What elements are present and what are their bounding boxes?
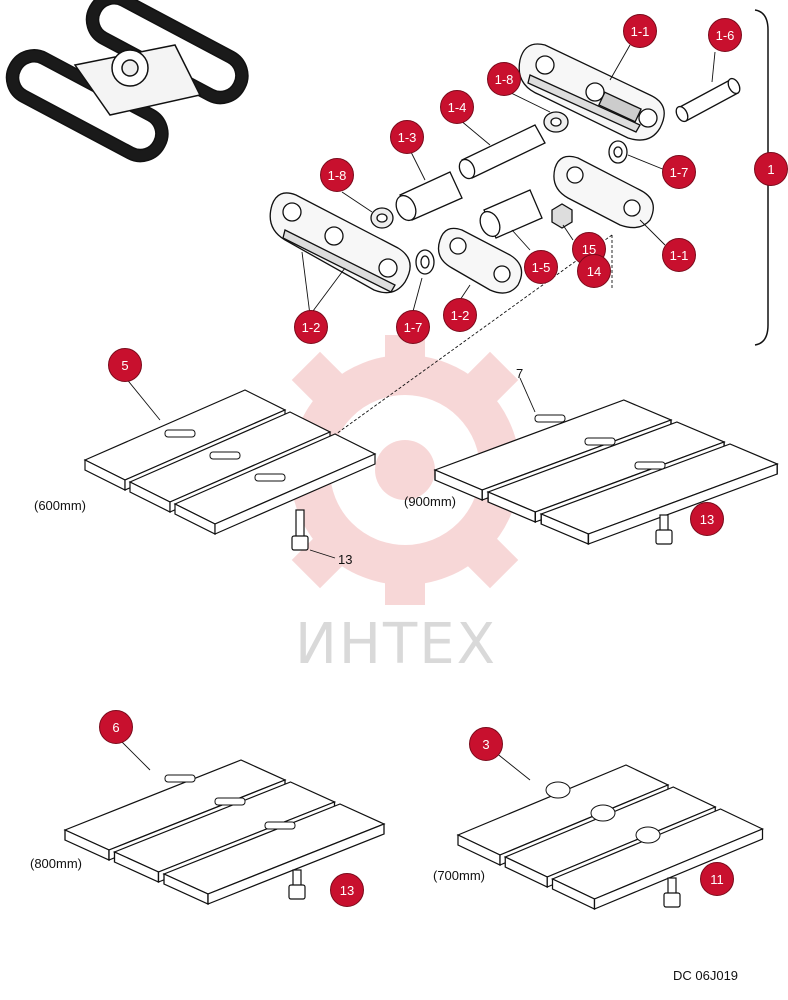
bolt-13-left (291, 509, 309, 551)
label-7: 7 (516, 366, 524, 381)
seal-1-8-top (543, 111, 569, 133)
bolt-13-bottom (288, 869, 306, 900)
callout-11: 11 (700, 862, 734, 896)
watermark-text: ИНТЕХ (295, 612, 497, 677)
bolt-11 (663, 877, 681, 908)
track-link-1-2-mid (437, 227, 523, 294)
callout-3: 3 (469, 727, 503, 761)
width-600: (600mm) (34, 498, 87, 513)
shoe-group-600 (84, 389, 376, 535)
callout-1-6: 1-6 (708, 18, 742, 52)
shoe-group-800 (64, 759, 385, 905)
callout-1-2-left: 1-2 (294, 310, 328, 344)
bolt-13-right (655, 514, 673, 545)
spacer-1-7-right (608, 140, 628, 164)
callout-1-1-bottom: 1-1 (662, 238, 696, 272)
callout-1-2-mid: 1-2 (443, 298, 477, 332)
callout-1-8-top: 1-8 (487, 62, 521, 96)
pin-1-4 (458, 124, 546, 180)
callout-1-8-left: 1-8 (320, 158, 354, 192)
leader-lines (299, 44, 716, 461)
bushing-1-5 (479, 189, 543, 239)
callout-1-5: 1-5 (524, 250, 558, 284)
shoe-group-900 (434, 399, 778, 545)
pin-1-6 (675, 77, 741, 123)
callout-14: 14 (577, 254, 611, 288)
drawing-code: DC 06J019 (673, 968, 739, 983)
callout-13-bottom: 13 (330, 873, 364, 907)
track-link-1-1-bottom (553, 155, 654, 229)
callout-1-1-top: 1-1 (623, 14, 657, 48)
callout-1-7-left: 1-7 (396, 310, 430, 344)
spacer-1-7-left (415, 249, 435, 275)
callout-1-7-right: 1-7 (662, 155, 696, 189)
callout-13-right: 13 (690, 502, 724, 536)
width-900: (900mm) (404, 494, 457, 509)
callout-5: 5 (108, 348, 142, 382)
track-link-1-2-left (269, 192, 411, 294)
seal-1-8-left (370, 207, 394, 229)
callout-1-4: 1-4 (440, 90, 474, 124)
callout-6: 6 (99, 710, 133, 744)
callout-1-3: 1-3 (390, 120, 424, 154)
callout-1: 1 (754, 152, 788, 186)
track-link-1-1-top (518, 43, 665, 141)
width-800: (800mm) (30, 856, 83, 871)
track-assembly-icon (5, 0, 249, 163)
width-700: (700mm) (433, 868, 486, 883)
nut-15 (551, 203, 573, 229)
label-13: 13 (338, 552, 353, 567)
shoe-group-700 (457, 764, 764, 910)
bushing-1-3 (395, 171, 463, 222)
